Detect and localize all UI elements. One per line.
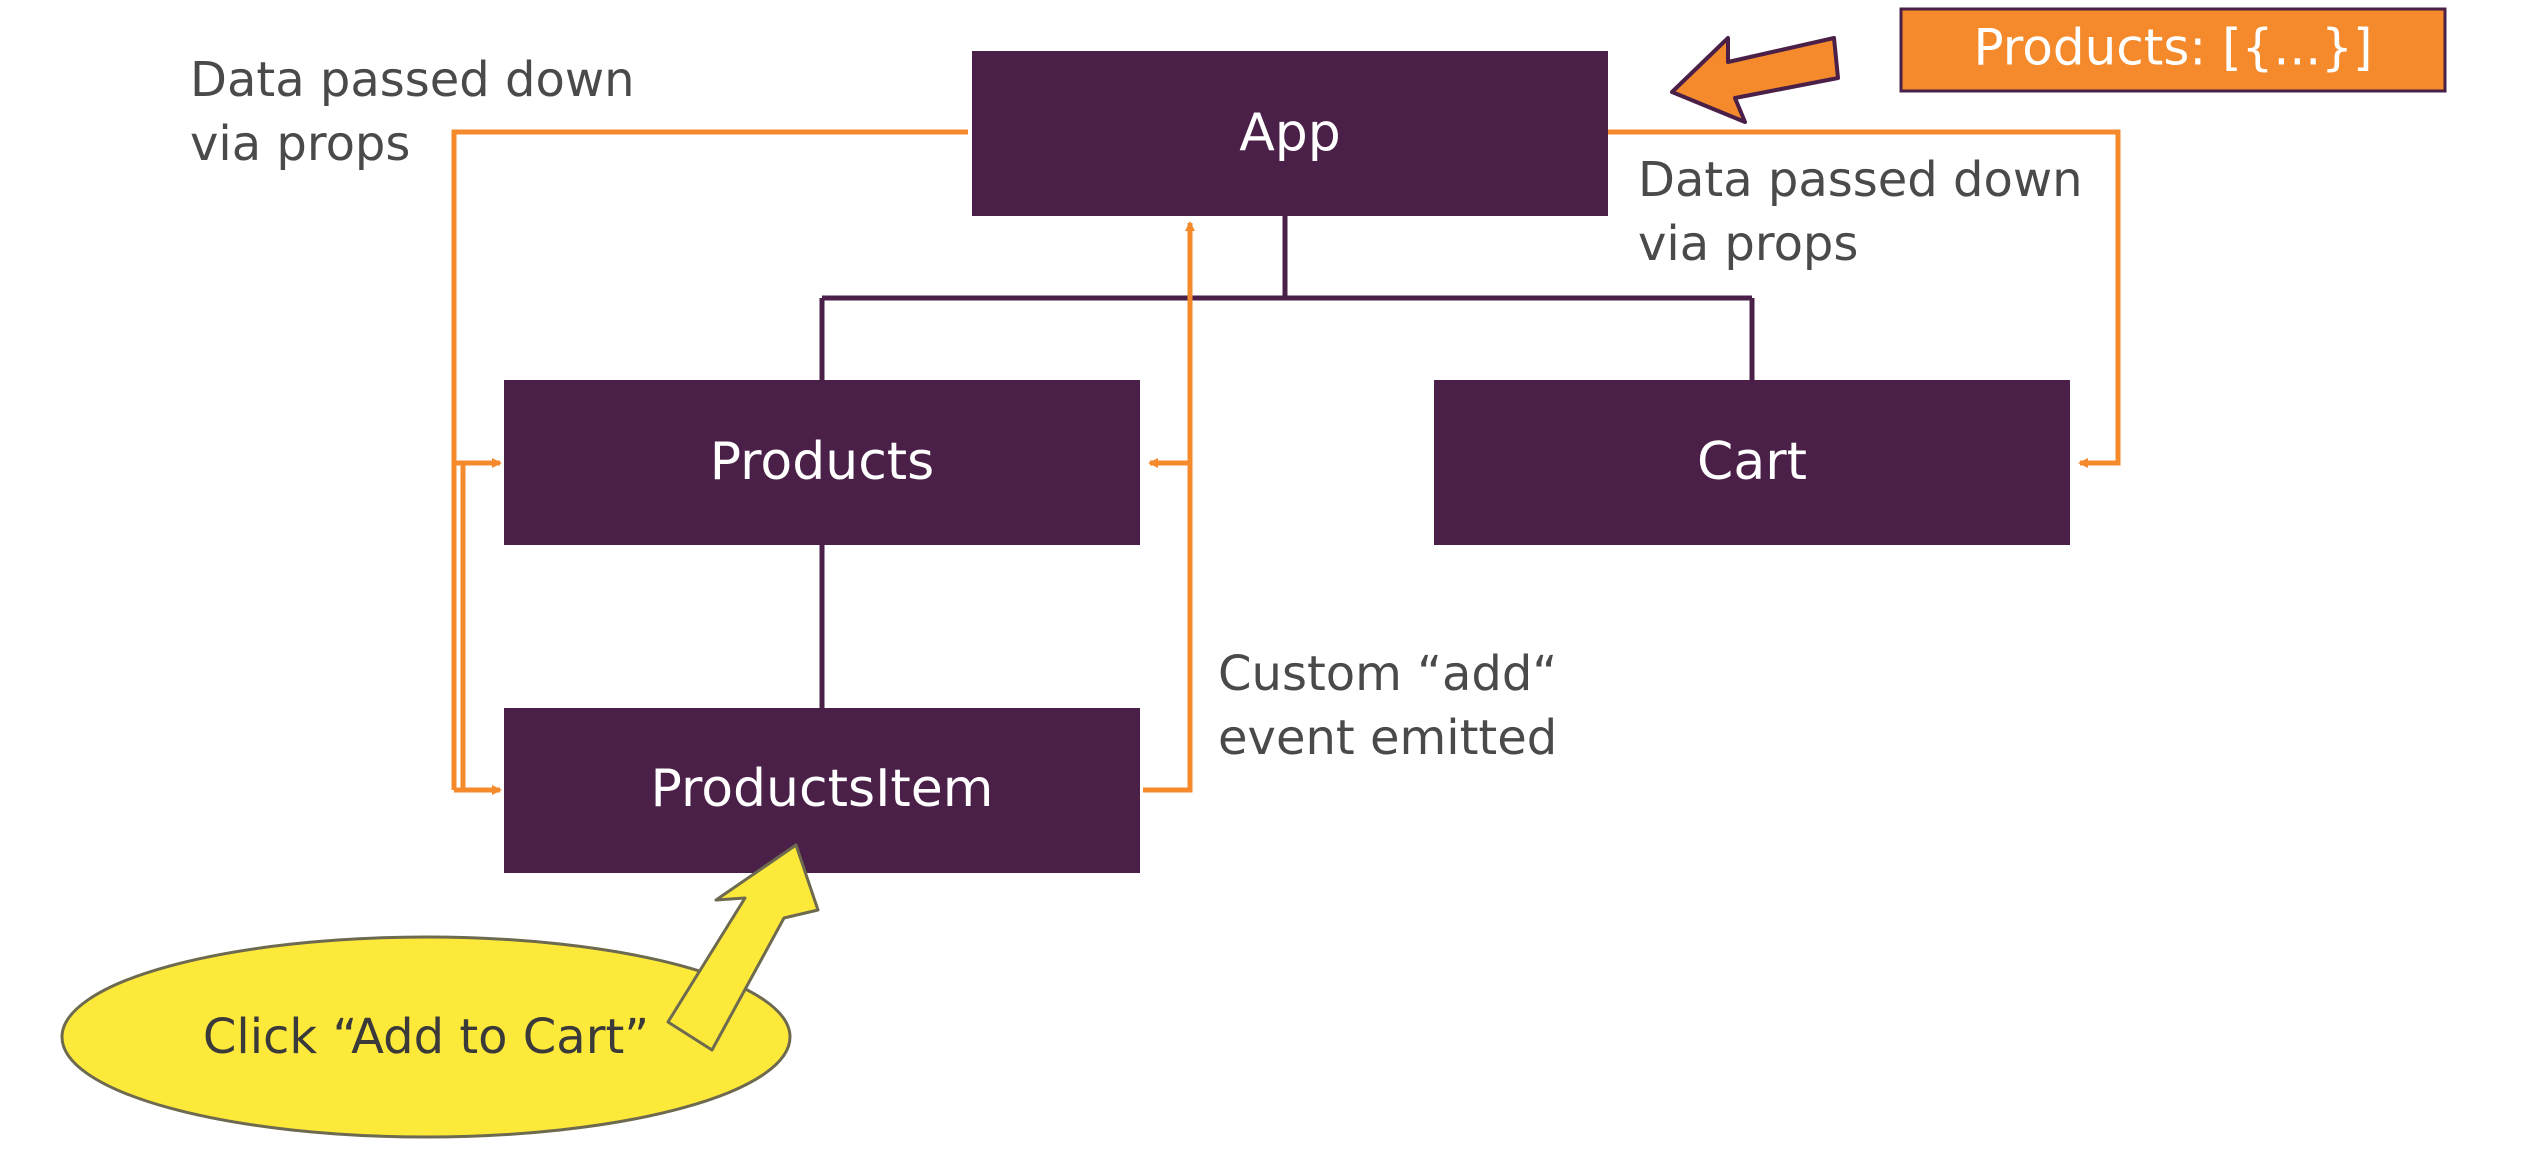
state-badge: Products: [{...}]: [1899, 7, 2447, 93]
up-block-arrow-icon: [666, 843, 820, 1052]
node-app: App: [972, 51, 1608, 216]
note-event-line-1: Custom “add“: [1218, 646, 1557, 702]
note-event: Custom “add“ event emitted: [1218, 646, 1557, 766]
note-left-props: Data passed down via props: [190, 52, 635, 172]
data-flow-lines: [451, 129, 2121, 795]
event-line: [1143, 221, 1195, 793]
left-block-arrow-icon: [1670, 36, 1840, 124]
node-cart-label: Cart: [1697, 432, 1807, 492]
node-cart: Cart: [1434, 380, 2070, 545]
node-products: Products: [504, 380, 1140, 545]
props-line-left: [451, 129, 968, 790]
note-right-props: Data passed down via props: [1638, 152, 2083, 272]
note-right-props-line-2: via props: [1638, 216, 1858, 272]
click-callout: Click “Add to Cart”: [60, 935, 792, 1139]
note-right-props-line-1: Data passed down: [1638, 152, 2083, 208]
node-products-label: Products: [710, 432, 935, 492]
click-callout-text: Click “Add to Cart”: [203, 1009, 649, 1065]
tree-connectors: [819, 215, 1755, 710]
props-line-right: [1604, 129, 2121, 468]
note-left-props-line-2: via props: [190, 116, 410, 172]
note-event-line-2: event emitted: [1218, 710, 1557, 766]
node-products-item: ProductsItem: [504, 708, 1140, 873]
state-badge-text: Products: [{...}]: [1974, 19, 2373, 77]
note-left-props-line-1: Data passed down: [190, 52, 635, 108]
node-app-label: App: [1239, 103, 1341, 163]
node-products-item-label: ProductsItem: [651, 759, 994, 819]
